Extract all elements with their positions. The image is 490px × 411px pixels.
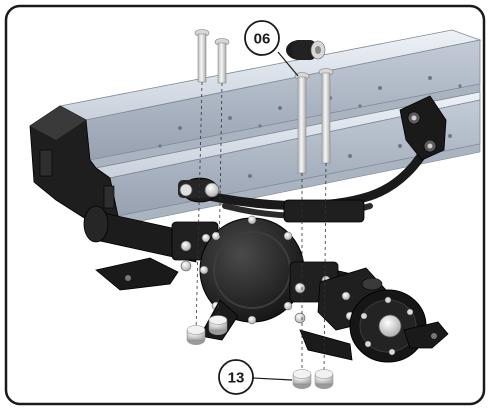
spring-eye-bushing-icon (178, 177, 220, 203)
callout-13-label: 13 (228, 370, 245, 387)
callout-06-leader (277, 51, 299, 77)
nut-icon (186, 315, 334, 389)
leaf-spring-main (185, 135, 435, 211)
callout-13-leader (252, 377, 293, 381)
rail-end-bracket (29, 105, 119, 229)
hub-flange-icon (349, 289, 427, 363)
nut-13-1 (292, 369, 312, 389)
callout-13: 13 (218, 359, 293, 395)
callout-06-label: 06 (254, 31, 271, 48)
callout-06: 06 (244, 20, 299, 77)
bolt-icon (194, 29, 334, 375)
bolt-top-left-1 (194, 29, 210, 83)
spring-shackle-icon (399, 95, 447, 161)
chassis-rail-icon (29, 29, 482, 229)
callout-13-circle (218, 359, 254, 395)
leaf-spring-icon (185, 135, 435, 223)
nut-left-1 (186, 325, 206, 345)
nut-13-2 (314, 369, 334, 389)
bushing-icon (286, 40, 326, 60)
callout-06-circle (244, 20, 280, 56)
assembly-guide-lines (195, 81, 327, 375)
nut-left-2 (208, 315, 228, 335)
spring-clamp-block (283, 199, 365, 223)
